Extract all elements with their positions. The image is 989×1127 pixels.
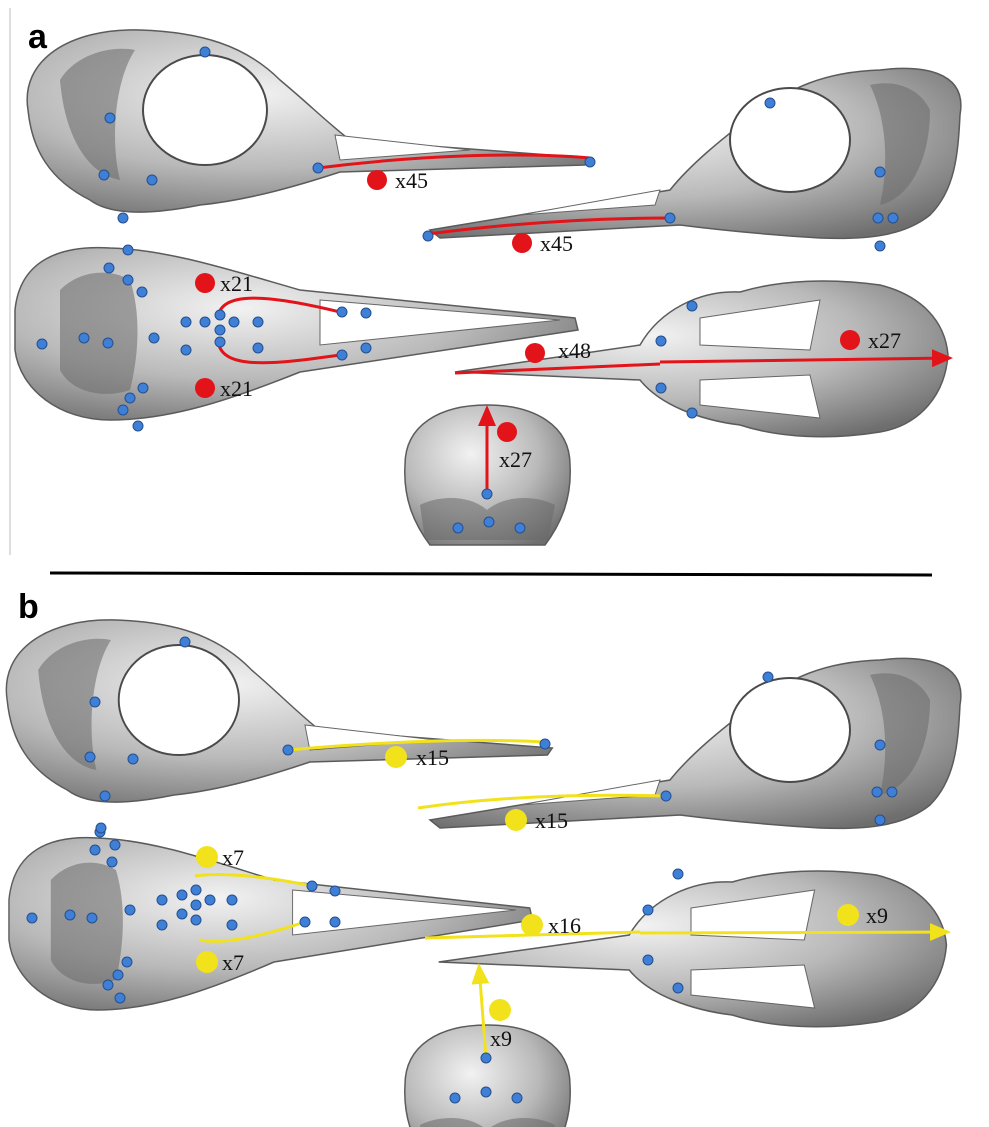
skull-views-b <box>6 620 961 1127</box>
label-ventral-upper: x7 <box>222 845 244 870</box>
panel-separator <box>50 573 932 575</box>
label-posterior: x27 <box>499 447 532 472</box>
label-ventral-lower: x21 <box>220 376 253 401</box>
panel-letter-b: b <box>18 588 39 626</box>
label-posterior: x9 <box>490 1026 512 1051</box>
skull-lateral-left <box>6 620 552 802</box>
label-dorsal-beak: x16 <box>548 913 581 938</box>
label-dorsal-beak: x48 <box>558 338 591 363</box>
skull-ventral <box>9 838 533 1010</box>
label-lateral-right: x15 <box>535 808 568 833</box>
skull-dorsal <box>439 871 947 1027</box>
label-ventral-upper: x21 <box>220 271 253 296</box>
label-dorsal-cranium: x27 <box>868 328 901 353</box>
label-lateral-left: x45 <box>395 168 428 193</box>
panel-letter-a: a <box>28 18 48 56</box>
panel-b: b x15 <box>6 588 961 1127</box>
label-dorsal-cranium: x9 <box>866 903 888 928</box>
label-lateral-left: x15 <box>416 745 449 770</box>
label-lateral-right: x45 <box>540 231 573 256</box>
label-ventral-lower: x7 <box>222 950 244 975</box>
skull-ventral <box>15 248 578 420</box>
panel-a: a x45 x45 x21 x21 <box>10 8 961 555</box>
skull-posterior <box>405 1025 570 1127</box>
